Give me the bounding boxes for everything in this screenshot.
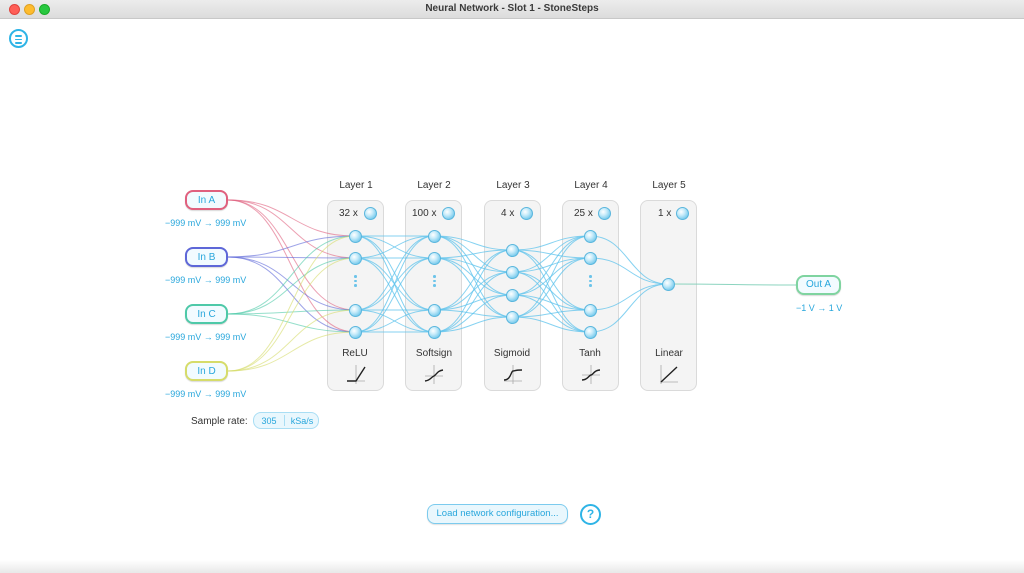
input-b-button[interactable]: In B (185, 247, 228, 267)
minimize-window-button[interactable] (24, 4, 35, 15)
window-bottom-edge (0, 560, 1024, 573)
title-bar: Neural Network - Slot 1 - StoneSteps (0, 0, 1024, 19)
input-b-range: −999 mV → 999 mV (165, 275, 247, 285)
neuron (349, 304, 362, 317)
close-window-button[interactable] (9, 4, 20, 15)
neuron (584, 304, 597, 317)
neuron (584, 252, 597, 265)
layer-2-count-knob[interactable] (442, 207, 455, 220)
layer-3-activation[interactable]: Sigmoid (493, 348, 531, 359)
layer-3-count-knob[interactable] (520, 207, 533, 220)
layer-5-panel[interactable] (640, 200, 697, 391)
input-d-range: −999 mV → 999 mV (165, 389, 247, 399)
neuron (584, 326, 597, 339)
output-a-button[interactable]: Out A (796, 275, 841, 295)
layer-1-title: Layer 1 (339, 180, 373, 191)
linear-icon (660, 365, 678, 384)
layer-1-count-knob[interactable] (364, 207, 377, 220)
relu-icon (347, 365, 366, 384)
more-neurons-ellipsis (433, 275, 437, 289)
softsign-icon (424, 365, 444, 384)
neuron (662, 278, 675, 291)
neuron (584, 230, 597, 243)
input-c-button[interactable]: In C (185, 304, 228, 324)
layer-5-count: 1 x (658, 208, 672, 219)
tanh-icon (581, 365, 601, 384)
more-neurons-ellipsis (354, 275, 358, 289)
layer-1-count: 32 x (339, 208, 358, 219)
neuron (506, 289, 519, 302)
neuron (428, 304, 441, 317)
layer-1-activation[interactable]: ReLU (342, 348, 368, 359)
layer-1-panel[interactable] (327, 200, 384, 391)
layer-2-count: 100 x (412, 208, 437, 219)
sample-rate-label: Sample rate: (191, 416, 248, 427)
layer-2-activation[interactable]: Softsign (415, 348, 453, 359)
hamburger-menu-icon[interactable] (9, 29, 28, 48)
neuron (428, 230, 441, 243)
neuron (506, 311, 519, 324)
layer-3-title: Layer 3 (496, 180, 530, 191)
neuron (349, 326, 362, 339)
more-neurons-ellipsis (589, 275, 593, 289)
layer-4-count-knob[interactable] (598, 207, 611, 220)
sample-rate-value[interactable]: 305 (261, 416, 277, 426)
layer-5-activation[interactable]: Linear (655, 348, 683, 359)
layer-4-activation[interactable]: Tanh (579, 348, 601, 359)
sample-rate-field[interactable]: 305 kSa/s (253, 412, 319, 429)
sigmoid-icon (503, 365, 523, 384)
layer-4-title: Layer 4 (574, 180, 608, 191)
input-d-button[interactable]: In D (185, 361, 228, 381)
neuron (428, 252, 441, 265)
neuron (506, 266, 519, 279)
output-a-range: −1 V → 1 V (796, 303, 843, 313)
layer-5-count-knob[interactable] (676, 207, 689, 220)
layer-4-panel[interactable] (562, 200, 619, 391)
divider (284, 415, 285, 426)
input-a-button[interactable]: In A (185, 190, 228, 210)
window-title: Neural Network - Slot 1 - StoneSteps (425, 3, 599, 14)
load-network-configuration-button[interactable]: Load network configuration... (427, 504, 568, 524)
neuron (349, 230, 362, 243)
layer-2-title: Layer 2 (417, 180, 451, 191)
input-a-range: −999 mV → 999 mV (165, 218, 247, 228)
layer-5-title: Layer 5 (652, 180, 686, 191)
layer-3-count: 4 x (501, 208, 515, 219)
layer-4-count: 25 x (574, 208, 593, 219)
help-icon[interactable]: ? (580, 504, 601, 525)
sample-rate-unit[interactable]: kSa/s (290, 416, 314, 426)
neuron (506, 244, 519, 257)
neuron (349, 252, 362, 265)
neuron (428, 326, 441, 339)
input-c-range: −999 mV → 999 mV (165, 332, 247, 342)
maximize-window-button[interactable] (39, 4, 50, 15)
